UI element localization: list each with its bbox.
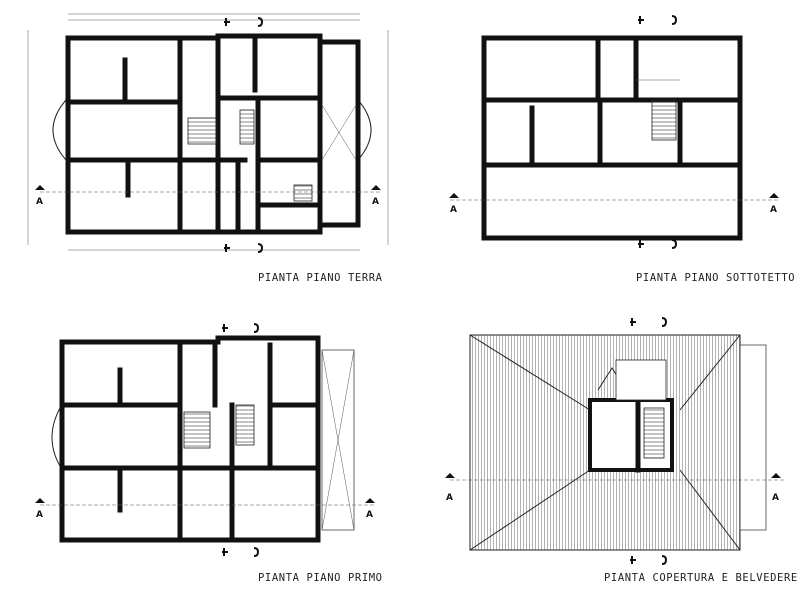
roof-section-mark-left: A (446, 493, 453, 503)
ground-floor-plan: A A (27, 13, 389, 253)
roof-section-mark-right: A (772, 493, 779, 503)
first-section-mark-left: A (36, 510, 43, 520)
first-floor-plan: A A (35, 323, 375, 557)
attic-section-mark-right: A (770, 205, 777, 215)
roof-belvedere-caption: PIANTA COPERTURA E BELVEDERE (604, 572, 798, 584)
ground-section-mark-left: A (36, 197, 43, 207)
ground-floor-caption: PIANTA PIANO TERRA (258, 272, 383, 284)
attic-section-mark-left: A (450, 205, 457, 215)
first-floor-caption: PIANTA PIANO PRIMO (258, 572, 383, 584)
roof-plan: A A (445, 317, 785, 565)
first-section-mark-right: A (366, 510, 373, 520)
attic-floor-plan: A A (449, 15, 780, 249)
ground-section-mark-right: A (372, 197, 379, 207)
attic-caption: PIANTA PIANO SOTTOTETTO (636, 272, 796, 284)
